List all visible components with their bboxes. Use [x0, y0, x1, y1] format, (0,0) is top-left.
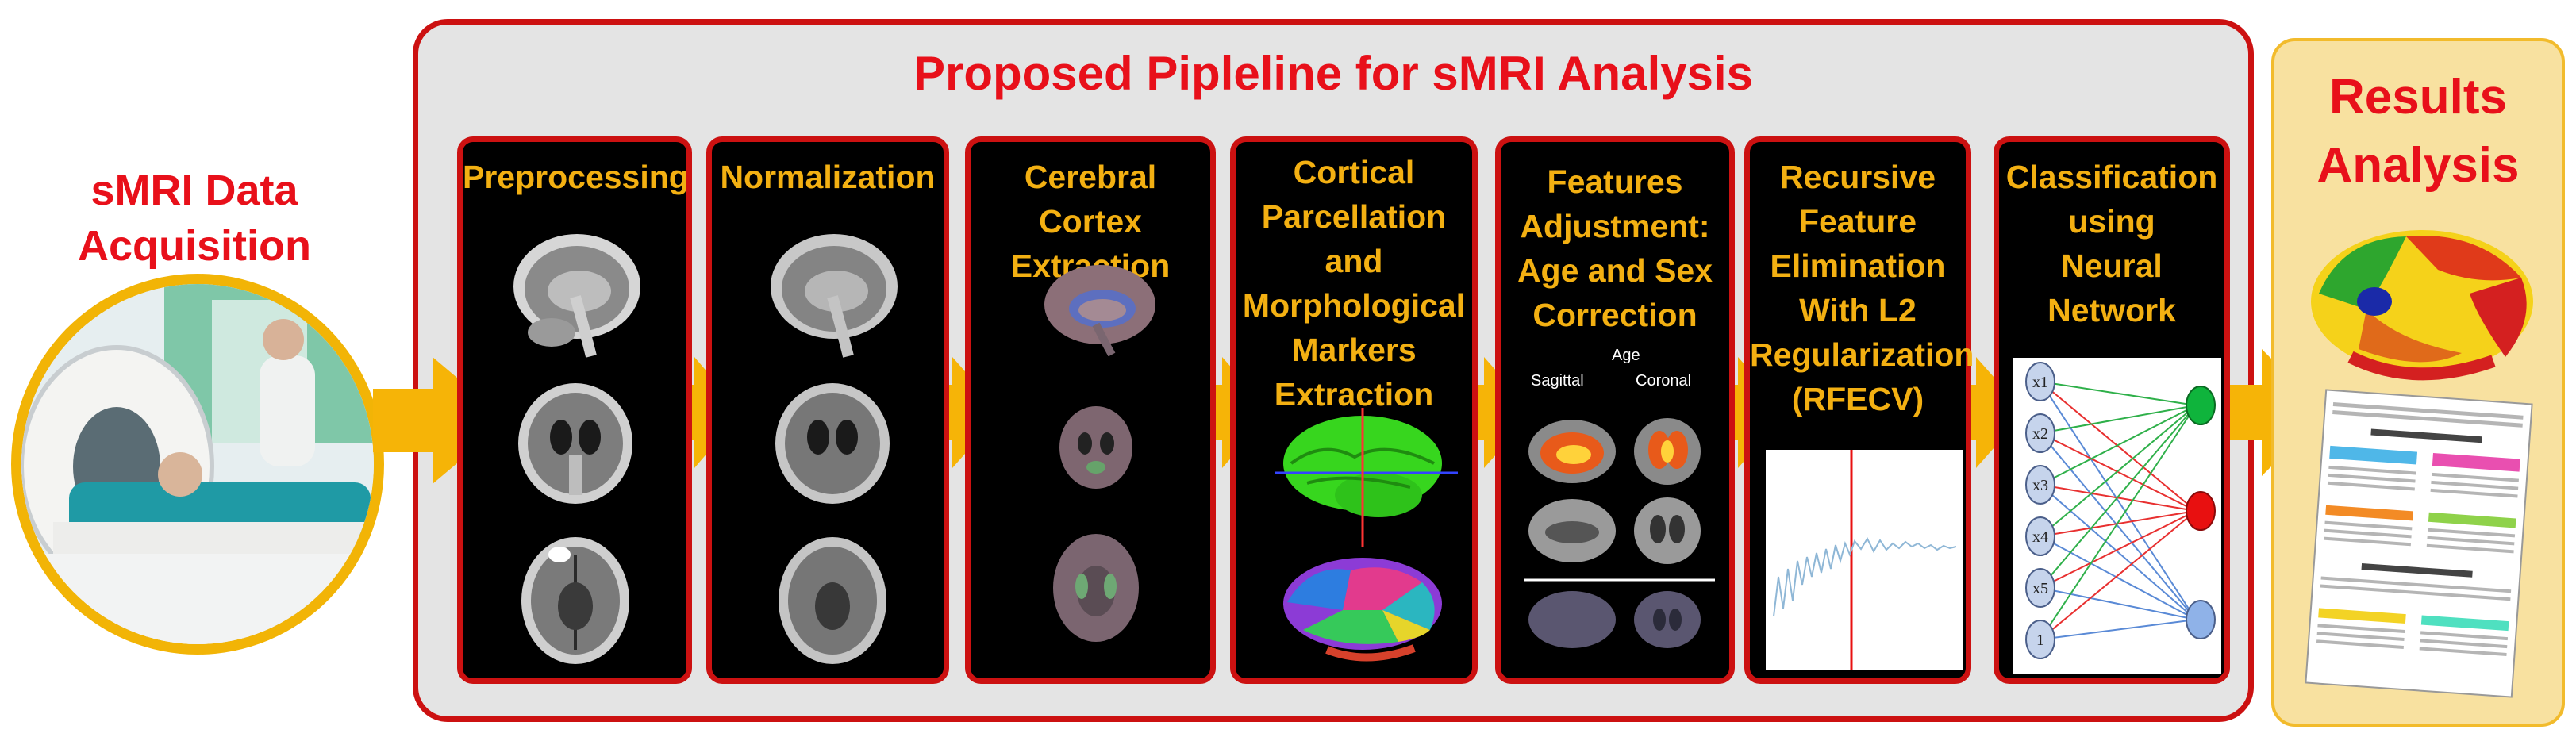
results-title: Results Analysis: [2316, 70, 2520, 193]
input-node-label: x4: [2032, 528, 2048, 546]
pipeline-title: Proposed Pipleline for sMRI Analysis: [913, 47, 1754, 100]
coronal-label: Coronal: [1636, 372, 1692, 390]
parcellated-brain-render: [1283, 558, 1442, 662]
coronal-mri-slice: [512, 380, 639, 511]
results-report-document: [2305, 389, 2533, 698]
input-node-label: x3: [2032, 477, 2048, 494]
results-brain-map: [2311, 230, 2533, 381]
axial-mri-slice: [512, 531, 639, 670]
input-node-label: x5: [2032, 580, 2048, 597]
stage-title-parcellation: Cortical Parcellation and Morphological …: [1242, 154, 1466, 413]
sagittal-mri-slice: [504, 221, 647, 360]
arrow-acquisition-to-preprocessing: [373, 357, 508, 484]
output-node-red: [2186, 491, 2216, 531]
input-node-label: 1: [2036, 632, 2044, 649]
input-nodes: [2025, 362, 2055, 659]
stage-title-features-adjustment: Features Adjustment: Age and Sex Correct…: [1517, 163, 1713, 333]
stage-title-classification: Classification using Neural Network: [2005, 159, 2218, 328]
input-node-label: x2: [2032, 425, 2048, 443]
stage-normalization: Normalization: [706, 136, 949, 684]
acquisition-title: sMRI Data Acquisition: [78, 167, 311, 270]
green-brain-render: [1275, 408, 1458, 547]
stage-features-adjustment: Features Adjustment: Age and Sex Correct…: [1495, 136, 1735, 684]
output-node-green: [2186, 386, 2216, 425]
sagittal-label: Sagittal: [1531, 372, 1584, 390]
age-correction-maps: [1524, 418, 1715, 648]
normalized-coronal-slice: [769, 380, 896, 511]
normalized-sagittal-slice: [761, 221, 904, 360]
cortex-coronal-render: [1059, 406, 1132, 489]
cortex-axial-render: [1053, 534, 1139, 642]
stage-rfecv: Recursive Feature Elimination With L2 Re…: [1744, 136, 1974, 684]
stage-title-preprocessing: Preprocessing: [463, 159, 689, 195]
stage-title-rfecv: Recursive Feature Elimination With L2 Re…: [1750, 159, 1974, 417]
cortex-sagittal-render: [1044, 265, 1155, 356]
stage-parcellation: Cortical Parcellation and Morphological …: [1230, 136, 1478, 684]
age-label: Age: [1612, 347, 1640, 364]
stage-cortex-extraction: Cerebral Cortex Extraction: [965, 136, 1216, 684]
normalized-axial-slice: [769, 531, 896, 670]
output-node-blue: [2186, 600, 2216, 639]
stage-preprocessing: Preprocessing: [457, 136, 692, 684]
rfecv-score-plot: [1766, 450, 1963, 670]
neural-network-diagram: x1 x2 x3 x4 x5 1: [2013, 358, 2221, 674]
input-node-label: x1: [2032, 374, 2048, 391]
stage-title-normalization: Normalization: [720, 159, 936, 195]
stage-classification: Classification using Neural Network: [1994, 136, 2230, 684]
